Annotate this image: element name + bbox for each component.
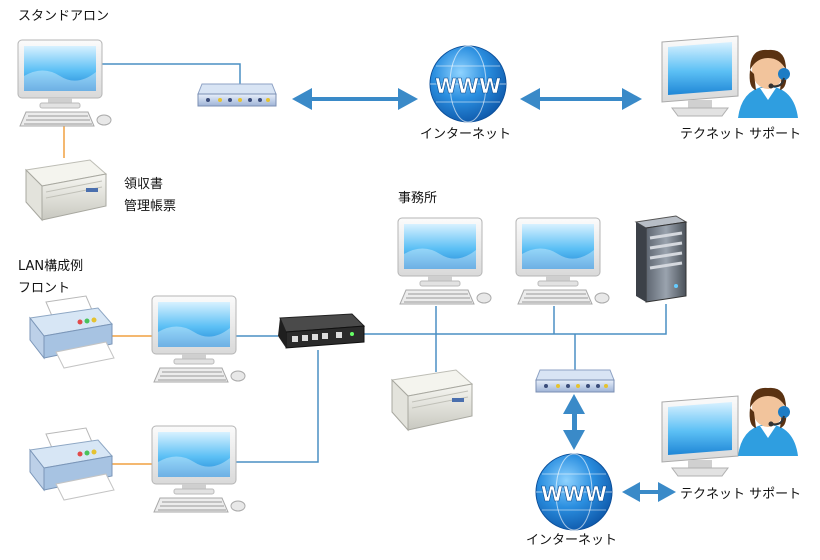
arrow-router-internet-bottom — [563, 394, 585, 450]
front-computer-1-icon — [151, 295, 246, 383]
server-icon — [634, 214, 688, 304]
lan-backbone-server-link — [362, 304, 667, 335]
arrow-router-internet-top — [292, 88, 418, 110]
network-hub-icon — [277, 313, 365, 349]
front-pc2-hub-link — [236, 350, 319, 463]
svg-text:WWW: WWW — [435, 74, 501, 98]
support-person-bottom-icon — [737, 386, 799, 457]
standalone-router-link — [102, 63, 241, 92]
lan-example-label: LAN構成例 — [18, 259, 84, 274]
management-report-label: 管理帳票 — [124, 199, 177, 214]
support-bottom-label: テクネット サポート — [680, 487, 802, 502]
front-inkjet-printer-2-icon — [29, 427, 115, 501]
office-router-icon — [535, 369, 615, 393]
front-inkjet-printer-1-icon — [29, 295, 115, 369]
receipt-printer-icon — [25, 159, 107, 221]
internet-bottom-label: インターネット — [526, 533, 618, 548]
office-computer-1-icon — [397, 217, 492, 305]
front-label: フロント — [18, 281, 71, 296]
office-label: 事務所 — [398, 191, 438, 206]
internet-globe-top-icon: WWW — [429, 45, 507, 123]
standalone-label: スタンドアロン — [18, 9, 110, 24]
receipt-label: 領収書 — [124, 177, 164, 192]
internet-top-label: インターネット — [420, 127, 512, 142]
support-monitor-bottom-icon — [661, 395, 739, 477]
standalone-computer-icon — [17, 39, 112, 127]
office-printer-icon — [391, 369, 473, 431]
support-monitor-top-icon — [661, 35, 739, 117]
office-computer-2-icon — [515, 217, 610, 305]
internet-globe-bottom-icon: WWW — [535, 453, 613, 531]
svg-text:WWW: WWW — [541, 482, 607, 506]
support-top-label: テクネット サポート — [680, 127, 802, 142]
support-person-top-icon — [737, 48, 799, 120]
standalone-router-icon — [197, 83, 277, 107]
arrow-internet-support-bottom — [622, 482, 676, 502]
arrow-internet-support-top — [520, 88, 642, 110]
front-computer-2-icon — [151, 425, 246, 513]
